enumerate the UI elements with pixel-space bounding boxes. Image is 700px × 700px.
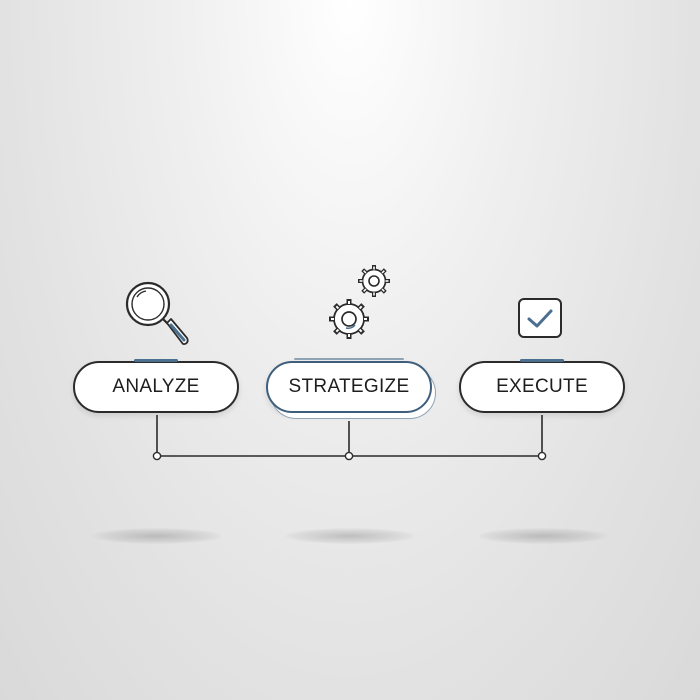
step-analyze-label: ANALYZE [112,376,200,397]
floor-shadow [285,528,415,544]
connector-node [537,451,547,461]
checkbox-icon [518,298,562,338]
step-execute-button[interactable]: EXECUTE [459,359,625,413]
accent-bar [294,358,404,360]
accent-bar [520,359,564,362]
step-analyze-button[interactable]: ANALYZE [73,359,239,413]
step-strategize-button[interactable]: STRATEGIZE [266,358,432,413]
connector-node [152,451,162,461]
step-execute-label: EXECUTE [496,376,588,397]
floor-shadow [478,528,608,544]
magnifying-glass-icon [125,281,189,345]
gears-icon [329,265,390,339]
step-strategize-label: STRATEGIZE [288,376,410,397]
floor-shadow [92,528,222,544]
accent-bar [134,359,178,362]
connector-node [344,451,354,461]
